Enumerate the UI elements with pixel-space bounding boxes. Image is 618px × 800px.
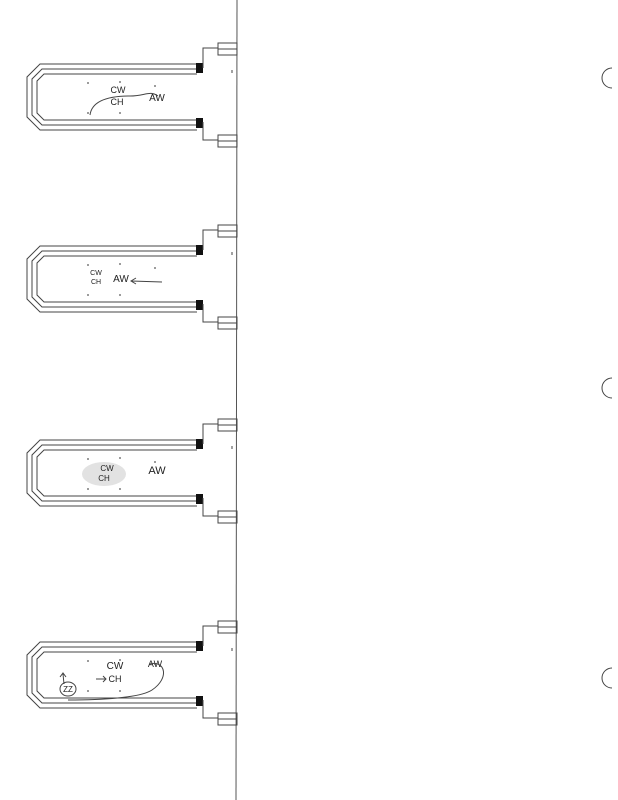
- step-bottom-1: [217, 134, 238, 142]
- step-top-2: [217, 626, 238, 634]
- corner-dot: [119, 81, 121, 83]
- stair-panel-1: CW CH AW: [26, 42, 238, 148]
- inner-wall-line: [36, 449, 197, 497]
- step-top-2: [217, 230, 238, 238]
- step-bottom-2: [217, 516, 238, 524]
- label-zz: ZZ: [63, 685, 73, 694]
- step-top-1: [217, 620, 238, 628]
- corner-dot: [87, 488, 89, 490]
- step-top-2: [217, 48, 238, 56]
- connector-bottom: [202, 498, 218, 517]
- stair-panel-2: CW CH AW: [26, 224, 238, 330]
- page-divider-line: [235, 0, 238, 800]
- corner-dot: [87, 660, 89, 662]
- label-aw: AW: [113, 274, 129, 285]
- corner-dot: [119, 488, 121, 490]
- step-bottom-1: [217, 510, 238, 518]
- label-cw: CW: [107, 661, 124, 672]
- corner-dot: [119, 457, 121, 459]
- label-ch: CH: [111, 97, 124, 107]
- label-ch: CH: [109, 674, 122, 684]
- step-bottom-2: [217, 140, 238, 148]
- column-block-top: [196, 63, 203, 73]
- connector-top: [202, 625, 218, 646]
- corner-dot: [87, 82, 89, 84]
- connector-top: [202, 229, 218, 250]
- outer-wall-line: [26, 439, 197, 507]
- step-bottom-2: [217, 718, 238, 726]
- ch-arrow: [96, 675, 107, 683]
- hole-punch-mark: [601, 667, 613, 689]
- step-top-1: [217, 418, 238, 426]
- column-block-top: [196, 245, 203, 255]
- hole-punch-mark: [601, 67, 613, 89]
- connector-top: [202, 47, 218, 68]
- left-arrow: [130, 277, 163, 285]
- step-top-1: [217, 224, 238, 232]
- step-bottom-1: [217, 316, 238, 324]
- inner-wall-line: [36, 255, 197, 303]
- column-block-bottom: [196, 494, 203, 504]
- corner-dot: [87, 690, 89, 692]
- column-block-top: [196, 439, 203, 449]
- middle-wall-line: [31, 250, 197, 308]
- hole-punch-mark: [601, 377, 613, 399]
- corner-dot: [119, 659, 121, 661]
- corner-dot: [87, 264, 89, 266]
- corner-dot: [154, 267, 156, 269]
- corner-dot: [119, 294, 121, 296]
- corner-dot: [87, 458, 89, 460]
- corner-dot: [154, 461, 156, 463]
- step-top-1: [217, 42, 238, 50]
- middle-wall-line: [31, 444, 197, 502]
- inner-wall-line: [36, 651, 197, 699]
- stair-panel-4: CW CH AW ZZ: [26, 620, 238, 726]
- step-bottom-2: [217, 322, 238, 330]
- connector-bottom: [202, 304, 218, 323]
- label-cw: CW: [111, 85, 126, 95]
- corner-dot: [87, 112, 89, 114]
- label-aw: AW: [148, 659, 163, 669]
- label-cw: CW: [100, 464, 114, 473]
- corner-dot: [119, 690, 121, 692]
- column-block-bottom: [196, 118, 203, 128]
- connector-top: [202, 423, 218, 444]
- label-aw: AW: [149, 93, 165, 104]
- corner-dot: [154, 85, 156, 87]
- middle-wall-line: [31, 68, 197, 126]
- step-bottom-1: [217, 712, 238, 720]
- column-block-bottom: [196, 696, 203, 706]
- corner-dot: [87, 294, 89, 296]
- outer-wall-line: [26, 641, 197, 709]
- smudge: [82, 462, 126, 486]
- corner-dot: [119, 263, 121, 265]
- connector-bottom: [202, 700, 218, 719]
- middle-wall-line: [31, 646, 197, 704]
- up-arrow: [59, 672, 67, 685]
- label-cw: CW: [90, 270, 102, 277]
- outer-wall-line: [26, 63, 197, 131]
- connector-bottom: [202, 122, 218, 141]
- label-aw: AW: [148, 465, 166, 477]
- corner-dot: [119, 112, 121, 114]
- loop-arrow: [67, 662, 164, 701]
- label-ch: CH: [91, 279, 101, 286]
- column-block-bottom: [196, 300, 203, 310]
- zz-circle: [59, 681, 77, 697]
- label-ch: CH: [98, 474, 110, 483]
- column-block-top: [196, 641, 203, 651]
- inner-wall-line: [36, 73, 197, 121]
- outer-wall-line: [26, 245, 197, 313]
- curved-arrow: [89, 92, 159, 116]
- step-top-2: [217, 424, 238, 432]
